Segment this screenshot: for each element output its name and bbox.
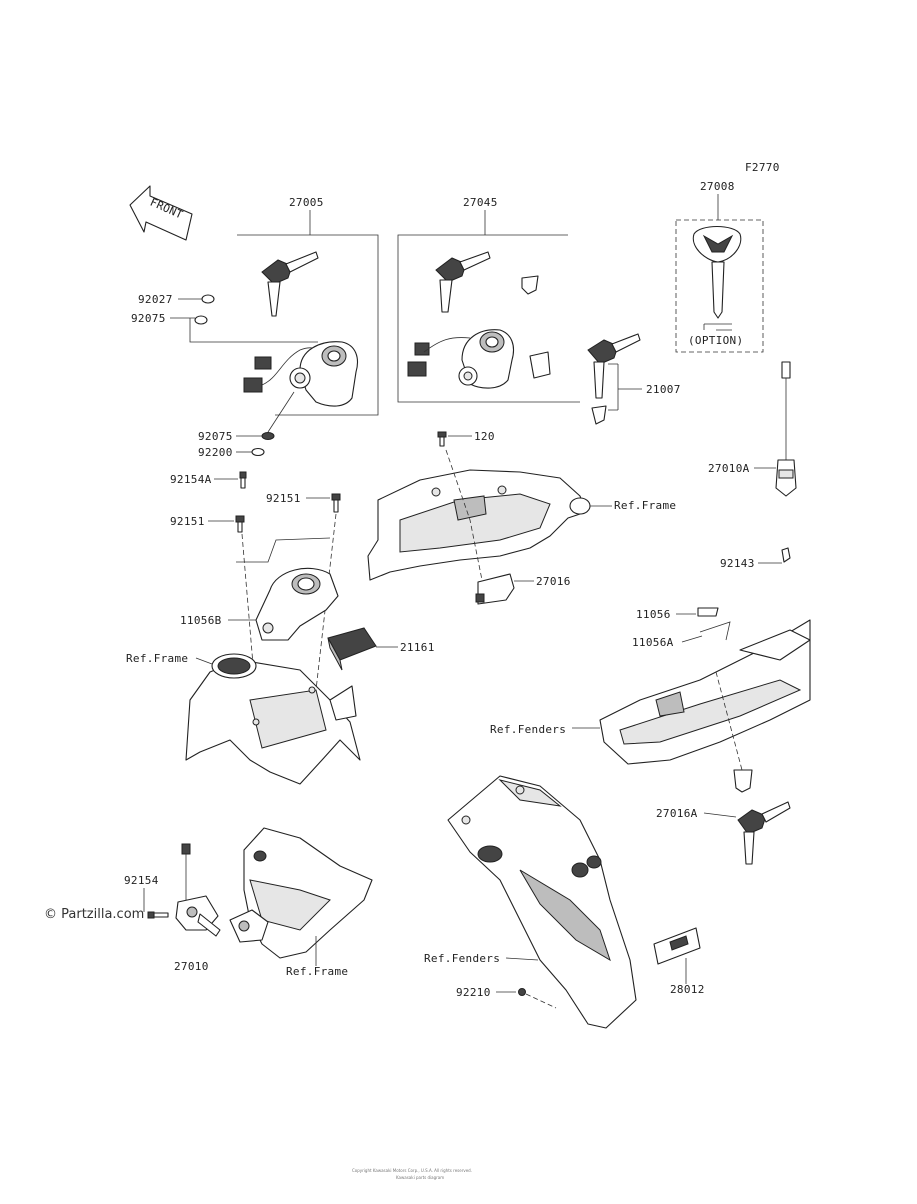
bolt-120	[437, 431, 447, 447]
ignition-switch-27005	[243, 341, 359, 407]
label-28012: 28012	[670, 983, 705, 996]
label-27010a: 27010A	[708, 462, 750, 475]
ref-frame-lower: Ref.Frame	[286, 965, 348, 978]
label-11056a: 11056A	[632, 636, 674, 649]
label-27010: 27010	[174, 960, 209, 973]
label-92154a: 92154A	[170, 473, 212, 486]
bolt-92154	[147, 911, 169, 919]
bracket-11056a	[699, 621, 731, 641]
ecu-21161	[327, 627, 377, 671]
figure-code: F2770	[745, 161, 780, 174]
label-11056b: 11056B	[180, 614, 222, 627]
label-92143: 92143	[720, 557, 755, 570]
bolt-92154a	[239, 471, 247, 489]
option-box	[675, 219, 764, 353]
switch-27010	[175, 843, 221, 937]
label-27016a: 27016A	[656, 807, 698, 820]
fender-rear-lower	[447, 775, 637, 1029]
label-92151-right: 92151	[266, 492, 301, 505]
label-11056: 11056	[636, 608, 671, 621]
fender-rear-upper	[599, 619, 811, 765]
watermark-text: © Partzilla.com	[44, 907, 144, 922]
label-92151-left: 92151	[170, 515, 205, 528]
bracket-27005	[237, 234, 379, 416]
lock-cylinder-21007	[591, 405, 607, 425]
label-120: 120	[474, 430, 495, 443]
ref-frame-steering: Ref.Frame	[126, 652, 188, 665]
label-92075-bottom: 92075	[198, 430, 233, 443]
ignition-switch-27045	[407, 329, 515, 389]
footer-line-2: Kawasaki parts diagram	[396, 1175, 444, 1180]
key-cylinder-cap	[521, 275, 539, 295]
bolt-92151-left	[235, 515, 245, 533]
label-27045: 27045	[463, 196, 498, 209]
washer-92027	[201, 294, 215, 304]
key-27016a-icon	[737, 801, 791, 865]
reflector-28012	[653, 927, 701, 965]
label-27016: 27016	[536, 575, 571, 588]
frame-upper	[367, 469, 591, 581]
washer-92075	[194, 315, 208, 325]
key-blank-icon	[703, 323, 732, 331]
frame-lower	[229, 827, 373, 959]
washer-92075-lower	[261, 432, 275, 440]
key-icon	[435, 251, 491, 313]
switch-27010a	[775, 361, 797, 497]
label-92027: 92027	[138, 293, 173, 306]
bracket-27045	[397, 234, 580, 403]
label-21161: 21161	[400, 641, 435, 654]
label-21007: 21007	[646, 383, 681, 396]
footer-line-1: Copyright Kawasaki Motors Corp., U.S.A. …	[352, 1168, 472, 1173]
label-92075-top: 92075	[131, 312, 166, 325]
ref-fenders-lower: Ref.Fenders	[424, 952, 500, 965]
ref-fenders-upper: Ref.Fenders	[490, 723, 566, 736]
frame-steering	[185, 653, 361, 785]
label-92154: 92154	[124, 874, 159, 887]
clip-11056	[697, 607, 719, 617]
key-icon	[587, 333, 641, 399]
label-27008: 27008	[700, 180, 735, 193]
clip-92143	[781, 547, 791, 563]
nut-92210	[518, 988, 526, 996]
bolt-92151-right	[331, 493, 341, 513]
key-27008-icon	[692, 225, 742, 319]
bracket-27016	[475, 573, 515, 605]
option-label: (OPTION)	[688, 334, 743, 347]
front-arrow-icon: FRONT	[129, 185, 193, 241]
label-92200: 92200	[198, 446, 233, 459]
label-92210: 92210	[456, 986, 491, 999]
key-icon	[261, 251, 319, 317]
bracket-11056b	[255, 567, 339, 641]
label-27005: 27005	[289, 196, 324, 209]
seat-lock-cylinder	[529, 351, 551, 379]
lock-cylinder-27016a	[733, 769, 753, 793]
ref-frame-upper: Ref.Frame	[614, 499, 676, 512]
washer-92200	[251, 447, 265, 457]
